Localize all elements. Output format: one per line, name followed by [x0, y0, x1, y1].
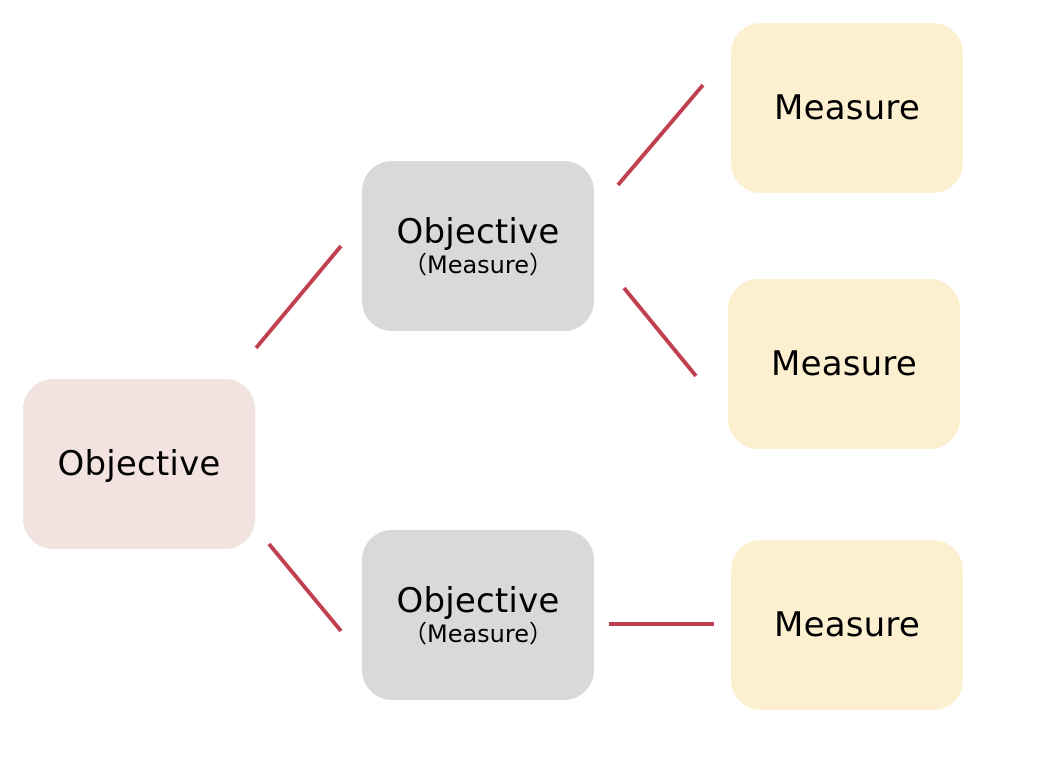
- sub-objective-node-1: Objective （Measure）: [362, 161, 594, 331]
- measure-2-label: Measure: [771, 344, 917, 384]
- measure-1-label: Measure: [774, 88, 920, 128]
- measure-3-label: Measure: [774, 605, 920, 645]
- sub-objective-1-sublabel: （Measure）: [403, 251, 553, 279]
- connector-objective-1-to-measure-1: [616, 83, 705, 187]
- root-objective-label: Objective: [57, 444, 221, 484]
- root-objective-node: Objective: [23, 379, 255, 549]
- sub-objective-2-sublabel: （Measure）: [403, 620, 553, 648]
- measure-node-2: Measure: [728, 279, 960, 449]
- connector-objective-1-to-measure-2: [622, 286, 698, 378]
- sub-objective-2-label: Objective: [396, 581, 560, 621]
- sub-objective-node-2: Objective （Measure）: [362, 530, 594, 700]
- connector-root-to-objective-1: [254, 244, 343, 350]
- measure-node-1: Measure: [731, 23, 963, 193]
- measure-node-3: Measure: [731, 540, 963, 710]
- connector-root-to-objective-2: [267, 542, 343, 633]
- sub-objective-1-label: Objective: [396, 212, 560, 252]
